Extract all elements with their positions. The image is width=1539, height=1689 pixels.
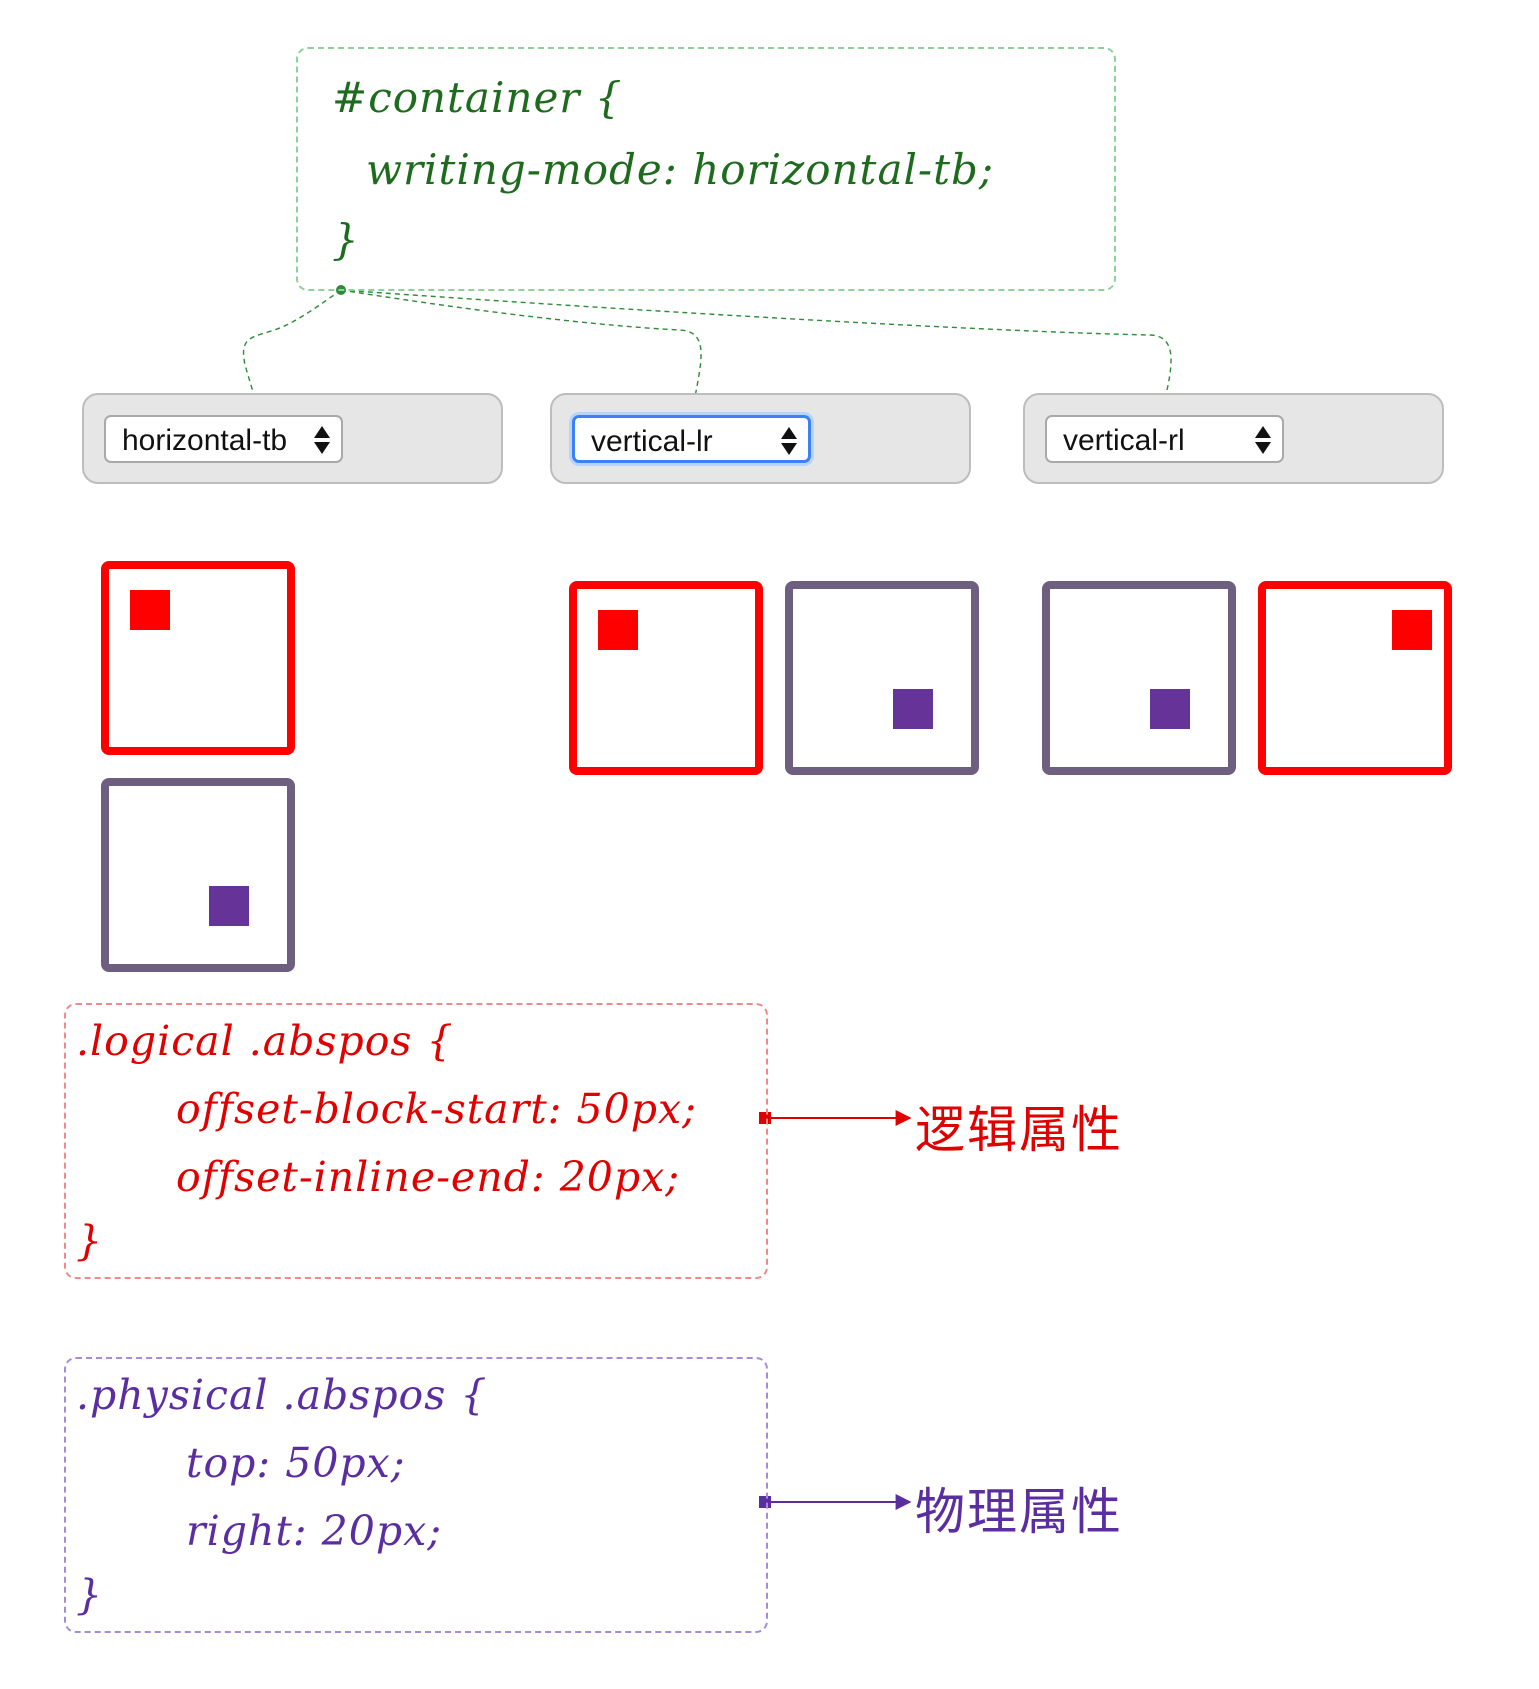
physical-rule-top: top: 50px; <box>186 1439 406 1487</box>
writing-mode-select-vertical-rl[interactable]: vertical-rl <box>1045 415 1284 463</box>
logical-properties-label: 逻辑属性 <box>915 1101 1123 1159</box>
logical-rule-selector: .logical .abspos { <box>76 1017 454 1065</box>
logical-box-vertical-lr <box>569 581 763 775</box>
panel-vertical-lr: vertical-lr <box>550 393 971 484</box>
container-rule-selector: #container { <box>332 73 623 122</box>
physical-rule-selector: .physical .abspos { <box>76 1371 488 1419</box>
panel-horizontal-tb: horizontal-tb <box>82 393 503 484</box>
logical-rule-offset-block-start: offset-block-start: 50px; <box>176 1085 697 1133</box>
logical-box-vertical-rl <box>1258 581 1452 775</box>
physical-rule-right: right: 20px; <box>186 1507 443 1555</box>
physical-rule-close: } <box>76 1571 104 1619</box>
physical-properties-label: 物理属性 <box>915 1483 1123 1541</box>
container-rule-declaration: writing-mode: horizontal-tb; <box>366 145 995 194</box>
physical-abspos-marker <box>209 886 249 926</box>
select-arrows-icon <box>1255 426 1271 454</box>
select-arrows-icon <box>314 426 330 454</box>
physical-box-vertical-lr <box>785 581 979 775</box>
logical-box-horizontal-tb <box>101 561 295 755</box>
select-value: horizontal-tb <box>122 424 288 457</box>
logical-rule-close: } <box>76 1217 104 1265</box>
writing-mode-select-vertical-lr[interactable]: vertical-lr <box>572 415 811 463</box>
physical-box-vertical-rl <box>1042 581 1236 775</box>
physical-rule-box: .physical .abspos { top: 50px; right: 20… <box>64 1357 768 1633</box>
select-value: vertical-lr <box>591 425 713 458</box>
logical-abspos-marker <box>598 610 638 650</box>
logical-rule-offset-inline-end: offset-inline-end: 20px; <box>176 1153 681 1201</box>
container-rule-box: #container { writing-mode: horizontal-tb… <box>296 47 1116 291</box>
logical-rule-box: .logical .abspos { offset-block-start: 5… <box>64 1003 768 1279</box>
container-rule-close: } <box>332 215 360 264</box>
logical-abspos-marker <box>1392 610 1432 650</box>
writing-mode-select-horizontal-tb[interactable]: horizontal-tb <box>104 415 343 463</box>
select-value: vertical-rl <box>1063 424 1185 457</box>
physical-abspos-marker <box>893 689 933 729</box>
physical-abspos-marker <box>1150 689 1190 729</box>
panel-vertical-rl: vertical-rl <box>1023 393 1444 484</box>
physical-box-horizontal-tb <box>101 778 295 972</box>
select-arrows-icon <box>781 427 797 455</box>
logical-abspos-marker <box>130 590 170 630</box>
